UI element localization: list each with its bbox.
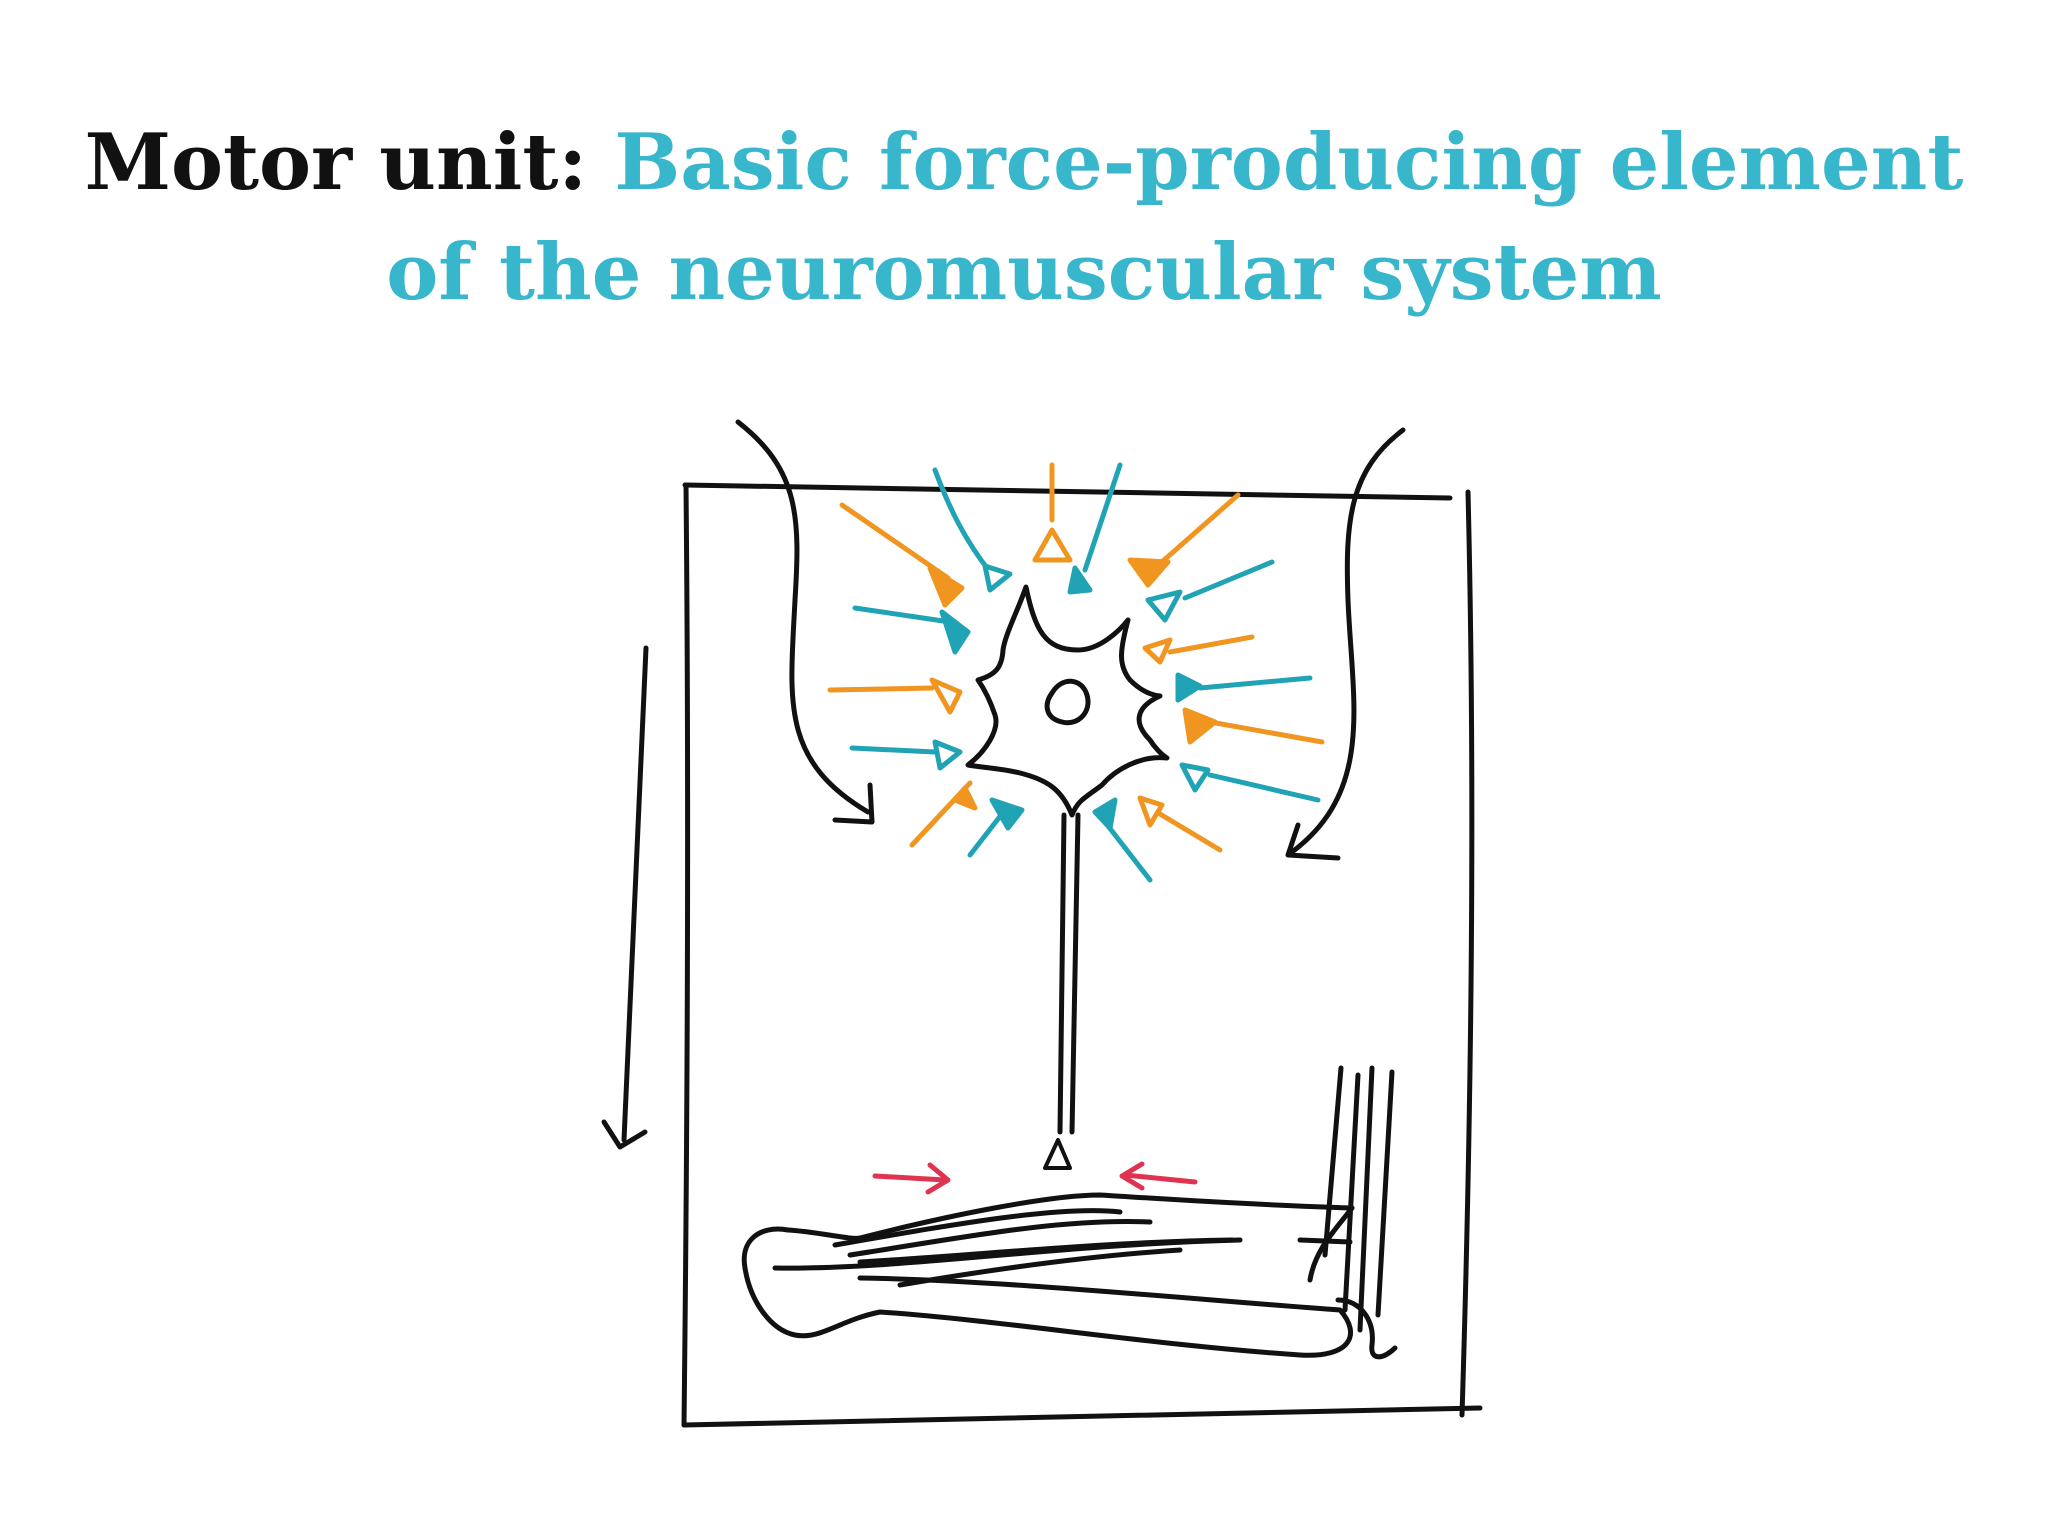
- bone: [741, 1226, 1353, 1358]
- page-title: Motor unit: Basic force-producing elemen…: [0, 108, 2048, 328]
- descending-input-right: [1285, 427, 1406, 861]
- down-arrow: [601, 645, 649, 1150]
- neuron-axon: [1057, 812, 1067, 1135]
- title-accent-1: Basic force-producing element: [614, 117, 1964, 208]
- muscle: [772, 1192, 1355, 1288]
- neuron-soma: [965, 584, 1170, 818]
- synaptic-inputs: [827, 462, 1325, 883]
- title-accent-2: of the neuromuscular system: [386, 227, 1662, 318]
- motor-neuron: [965, 584, 1170, 1170]
- frame: [681, 482, 1483, 1428]
- neuron-nucleus: [1044, 678, 1091, 726]
- title-line-2: of the neuromuscular system: [0, 218, 2048, 328]
- title-lead: Motor unit:: [84, 117, 588, 208]
- contraction-arrows: [872, 1161, 1198, 1195]
- tendon-bundle: [1322, 1065, 1398, 1360]
- neuron-axon-right: [1069, 812, 1081, 1135]
- descending-input-left: [735, 419, 875, 825]
- title-line-1: Motor unit: Basic force-producing elemen…: [0, 108, 2048, 218]
- axon-terminal: [1043, 1138, 1072, 1170]
